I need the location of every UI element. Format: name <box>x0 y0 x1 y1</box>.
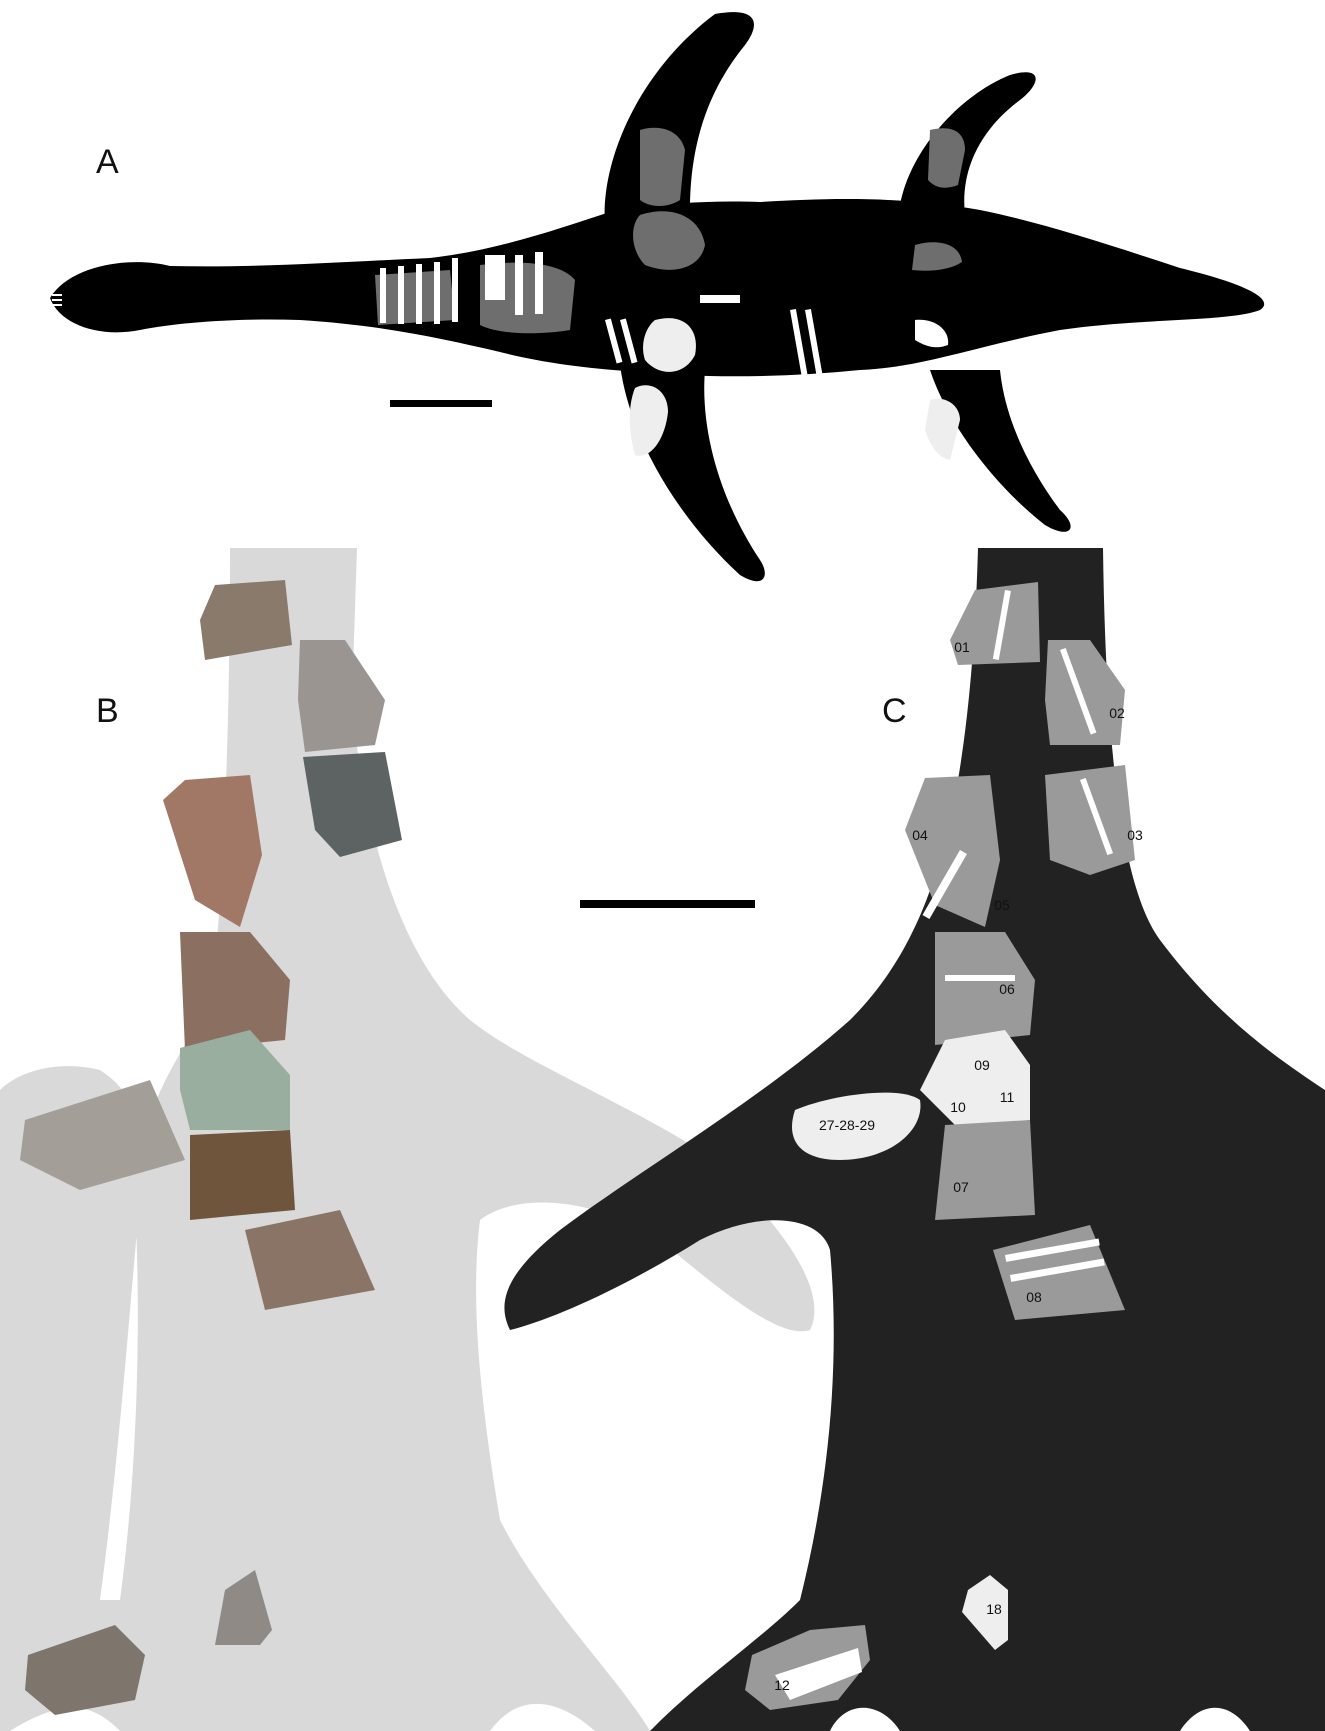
light-bone-hind <box>925 399 960 460</box>
fragment-label: 11 <box>1000 1089 1015 1105</box>
gray-bone-flipper <box>640 128 685 206</box>
fragment-label: 02 <box>1109 705 1125 721</box>
fragment-03 <box>1045 765 1135 875</box>
rib <box>398 266 404 324</box>
fragment-label: 06 <box>999 981 1015 997</box>
fragment-label: 10 <box>950 1099 966 1115</box>
fragment-label: 18 <box>986 1601 1002 1617</box>
panel-a-letter: A <box>96 143 119 181</box>
rib <box>485 255 505 300</box>
fragment-label: 09 <box>974 1057 990 1073</box>
fragment-label: 27-28-29 <box>819 1117 875 1133</box>
rib <box>515 255 523 315</box>
hind-flipper-up <box>900 72 1036 215</box>
fragment-label: 03 <box>1127 827 1143 843</box>
scale-bar-bc <box>580 900 755 908</box>
rib <box>416 264 422 324</box>
fragment-label: 12 <box>774 1677 790 1693</box>
fragment-04 <box>905 775 1000 927</box>
light-bone-girdle <box>643 318 696 372</box>
fragment-label: 01 <box>954 639 970 655</box>
photo-fragment <box>298 640 385 752</box>
fragment-07 <box>935 1120 1035 1220</box>
panel-c-letter: C <box>882 692 907 730</box>
fragment-02 <box>1045 640 1125 745</box>
rib <box>700 295 740 303</box>
rib <box>452 258 458 322</box>
rib <box>535 252 543 314</box>
rib <box>434 262 440 324</box>
panel-b-letter: B <box>96 692 119 730</box>
photo-fragment <box>190 1130 295 1220</box>
scale-bar-a <box>390 400 492 407</box>
fragment-label: 08 <box>1026 1289 1042 1305</box>
gray-neck-block-2 <box>375 270 455 325</box>
panel-a: A <box>50 12 1264 581</box>
fragment-label: 04 <box>912 827 928 843</box>
rib <box>380 268 386 323</box>
panel-a-silhouette <box>50 12 1264 581</box>
fragment-label: 05 <box>994 897 1010 913</box>
fragment-label: 07 <box>953 1179 969 1195</box>
